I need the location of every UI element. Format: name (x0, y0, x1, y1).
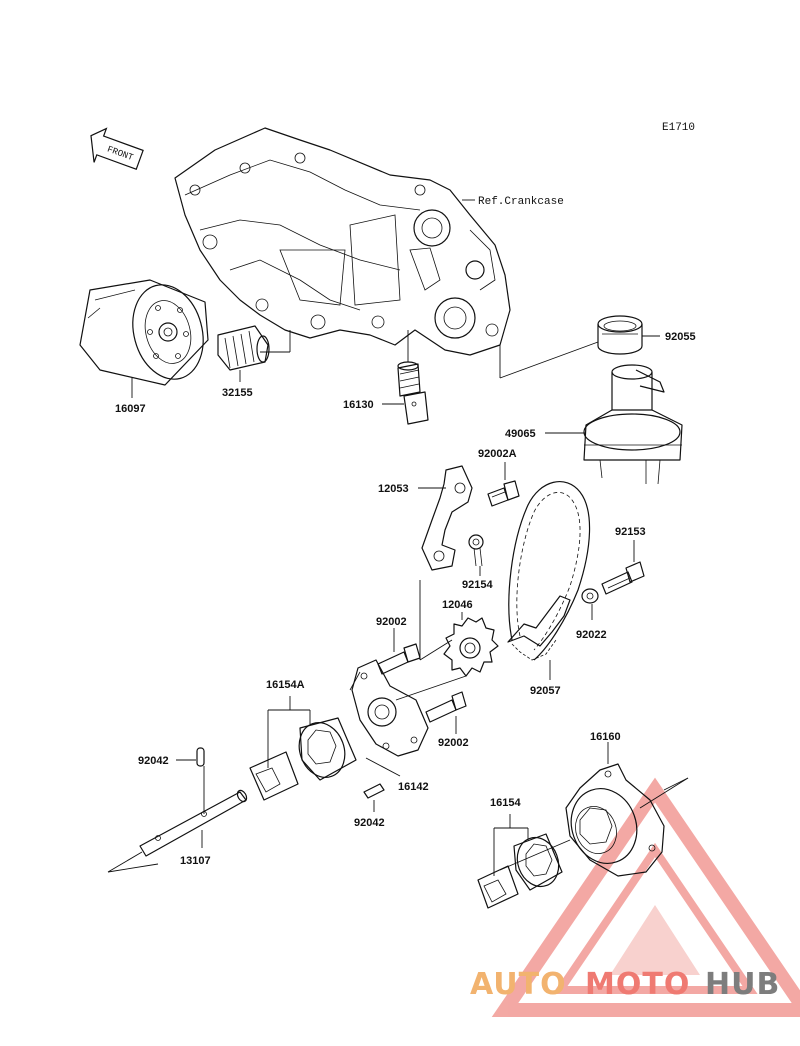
bolt-92002-upper (377, 643, 421, 675)
bolt-92154 (468, 534, 484, 567)
label-92002-upper: 92002 (376, 616, 407, 628)
oil-filter-16097 (79, 279, 209, 386)
label-92022: 92022 (576, 629, 607, 641)
label-16097: 16097 (115, 403, 146, 415)
diagram-code: E1710 (662, 122, 695, 134)
oil-strainer-49065 (583, 364, 683, 485)
label-92055: 92055 (665, 331, 696, 343)
label-92057: 92057 (530, 685, 561, 697)
label-16142: 16142 (398, 781, 429, 793)
bolt-92002-lower (425, 691, 467, 723)
fitting-32155 (217, 325, 270, 371)
crankcase-outline (174, 127, 511, 356)
watermark-text: AUTO MOTO HUB (470, 967, 780, 1002)
label-12046: 12046 (442, 599, 473, 611)
label-13107: 13107 (180, 855, 211, 867)
label-92042-bottom: 92042 (354, 817, 385, 829)
watermark-hub: HUB (705, 967, 780, 1002)
label-32155: 32155 (222, 387, 253, 399)
bolt-92153 (601, 561, 645, 595)
ref-crankcase-label: Ref.Crankcase (478, 196, 564, 208)
label-16160: 16160 (590, 731, 621, 743)
label-92002A: 92002A (478, 448, 517, 460)
rotor-16154 (477, 833, 563, 909)
label-49065: 49065 (505, 428, 536, 440)
label-92042-left: 92042 (138, 755, 169, 767)
watermark-auto: AUTO (470, 967, 567, 1002)
watermark-moto: MOTO (585, 967, 690, 1002)
washer-92022 (581, 588, 599, 604)
pin-92042-left (196, 747, 205, 767)
label-92002-lower: 92002 (438, 737, 469, 749)
label-92154: 92154 (462, 579, 493, 591)
bracket-12053 (421, 465, 473, 571)
pump-cover-16142 (349, 659, 429, 757)
label-16154A: 16154A (266, 679, 305, 691)
collar-92055 (597, 315, 643, 355)
pin-92042-bottom (363, 783, 385, 799)
front-arrow: FRONT (90, 127, 144, 170)
relief-valve-16130 (397, 330, 429, 425)
label-16130: 16130 (343, 399, 374, 411)
chain-92057 (507, 481, 591, 661)
shaft-13107 (107, 766, 248, 873)
rotor-16154A (249, 717, 357, 801)
bolt-92002A (487, 480, 520, 507)
watermark-logo (491, 777, 800, 1017)
pump-body-16160 (499, 763, 689, 877)
label-12053: 12053 (378, 483, 409, 495)
label-16154: 16154 (490, 797, 521, 809)
sprocket-12046 (443, 617, 499, 677)
label-92153: 92153 (615, 526, 646, 538)
